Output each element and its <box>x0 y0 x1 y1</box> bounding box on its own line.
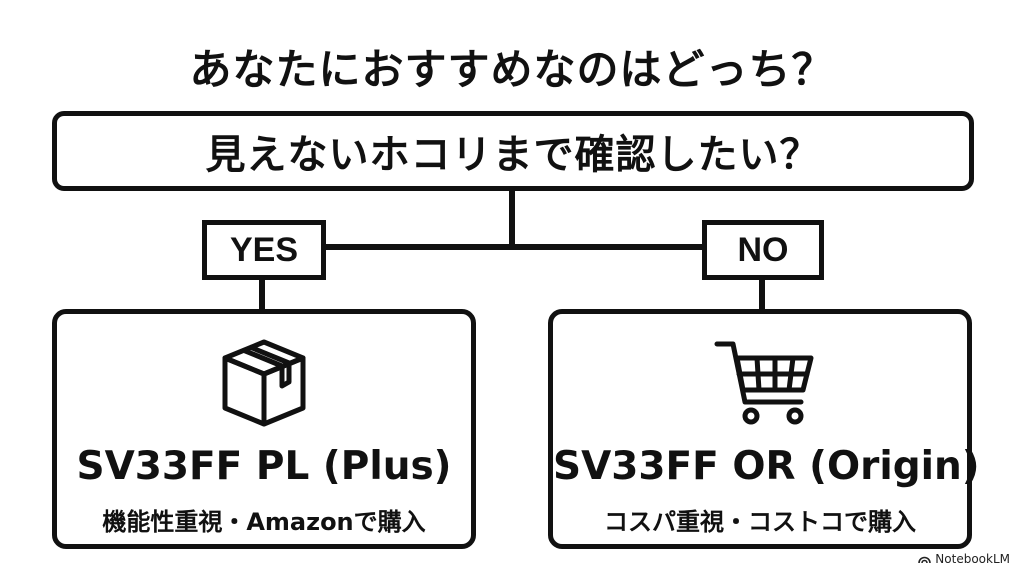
yes-product: SV33FF PL (Plus) <box>76 444 452 489</box>
connector-yes-drop <box>259 276 265 312</box>
question-text: 見えないホコリまで確認したい？ <box>205 132 821 178</box>
notebooklm-logo-icon <box>918 556 932 564</box>
watermark-text: NotebookLM <box>935 552 1010 566</box>
yes-detail: 機能性重視・Amazonで購入 <box>102 508 426 536</box>
question-box: 見えないホコリまで確認したい？ <box>52 111 974 191</box>
shopping-cart-icon <box>714 341 814 425</box>
box-icon <box>222 339 306 427</box>
no-product: SV33FF OR (Origin) <box>553 444 980 489</box>
no-label: NO <box>737 230 789 269</box>
connector-no-drop <box>759 276 765 312</box>
connector-stem <box>509 190 515 248</box>
no-card: SV33FF OR (Origin) コスパ重視・コストコで購入 <box>548 309 980 549</box>
yes-label: YES <box>229 230 299 269</box>
page-title: あなたにおすすめなのはどっち？ <box>189 45 835 94</box>
connector-horizontal <box>262 244 762 250</box>
watermark: NotebookLM <box>918 552 1010 566</box>
yes-card: SV33FF PL (Plus) 機能性重視・Amazonで購入 <box>52 309 476 549</box>
yes-tag: YES <box>202 220 326 280</box>
no-tag: NO <box>702 220 824 280</box>
no-detail: コスパ重視・コストコで購入 <box>604 508 916 536</box>
